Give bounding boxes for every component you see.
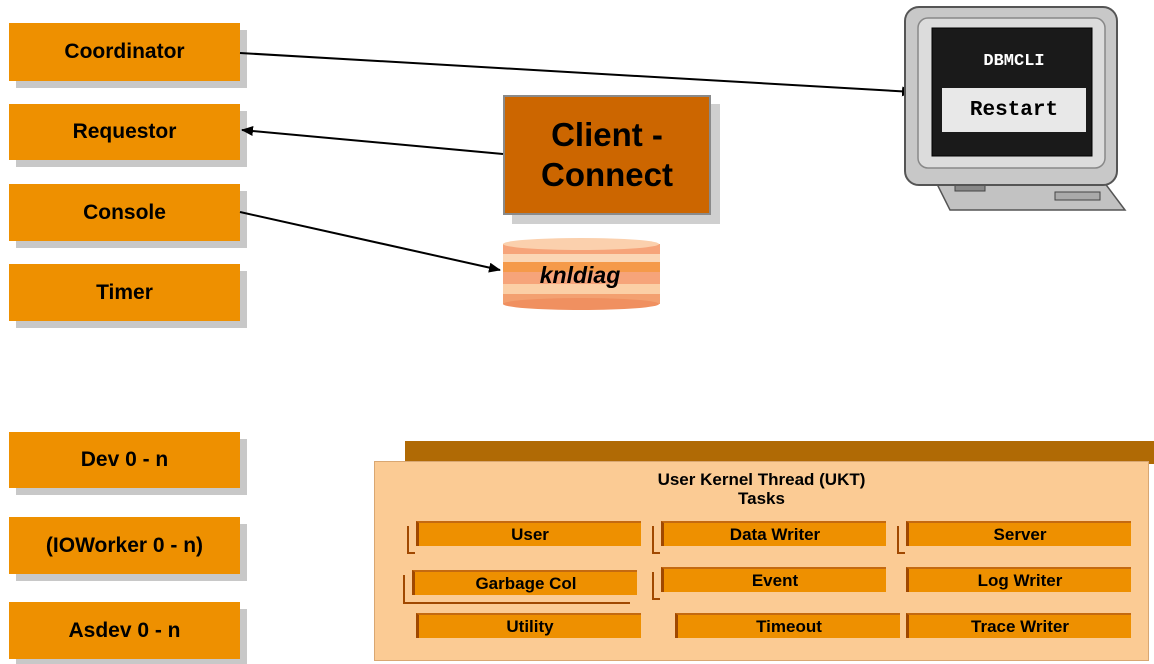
monitor-screen-label: DBMCLI <box>983 52 1045 71</box>
task-server-label: Server <box>993 524 1047 544</box>
task-trace-writer: Trace Writer <box>906 613 1131 638</box>
arrow-console-to-knldiag <box>239 211 501 273</box>
task-garbage-col-label: Garbage Col <box>475 573 577 593</box>
task-server: Server <box>906 521 1131 546</box>
requestor-label: Requestor <box>72 120 177 143</box>
arrow-client-to-requestor <box>241 126 504 155</box>
task-utility: Utility <box>416 613 641 638</box>
task-bracket <box>652 572 660 600</box>
task-bracket <box>403 575 630 604</box>
task-trace-writer-label: Trace Writer <box>971 616 1069 636</box>
asdev-thread: Asdev 0 - n <box>9 602 240 659</box>
dev-label: Dev 0 - n <box>80 448 169 471</box>
ukt-title: User Kernel Thread (UKT) Tasks <box>374 470 1149 508</box>
task-data-writer-label: Data Writer <box>729 524 821 544</box>
task-timeout: Timeout <box>675 613 900 638</box>
console-thread: Console <box>9 184 240 241</box>
console-label: Console <box>83 200 166 224</box>
task-log-writer: Log Writer <box>906 567 1131 592</box>
task-bracket <box>407 526 415 554</box>
task-utility-label: Utility <box>506 616 554 636</box>
task-garbage-col: Garbage Col <box>412 570 637 595</box>
monitor-command-label: Restart <box>969 99 1059 122</box>
coordinator-label: Coordinator <box>64 40 185 63</box>
dev-thread: Dev 0 - n <box>9 432 240 488</box>
timer-label: Timer <box>96 280 153 304</box>
client-connect-line1: Client - <box>551 116 663 153</box>
client-connect-box: Client - Connect <box>503 95 711 215</box>
task-user: User <box>416 521 641 546</box>
asdev-label: Asdev 0 - n <box>68 618 181 642</box>
ukt-header-bar <box>405 441 1154 464</box>
knldiag-label: knldiag <box>539 262 621 288</box>
ioworker-label: (IOWorker 0 - n) <box>45 533 204 557</box>
knldiag-disk-icon <box>503 238 660 310</box>
ioworker-thread: (IOWorker 0 - n) <box>9 517 240 574</box>
coordinator-thread: Coordinator <box>9 23 240 81</box>
task-user-label: User <box>511 524 549 544</box>
client-connect-line2: Connect <box>541 156 673 193</box>
task-data-writer: Data Writer <box>661 521 886 546</box>
task-event-label: Event <box>751 570 799 590</box>
monitor-icon <box>904 6 1127 211</box>
task-log-writer-label: Log Writer <box>977 570 1063 590</box>
task-timeout-label: Timeout <box>756 616 822 636</box>
ukt-subtitle: Tasks <box>738 489 785 508</box>
task-event: Event <box>661 567 886 592</box>
task-bracket <box>652 526 660 554</box>
timer-thread: Timer <box>9 264 240 321</box>
ukt-title-line: User Kernel Thread (UKT) <box>657 470 866 489</box>
arrow-coordinator-to-monitor <box>239 52 914 97</box>
task-bracket <box>897 526 905 554</box>
requestor-thread: Requestor <box>9 104 240 160</box>
